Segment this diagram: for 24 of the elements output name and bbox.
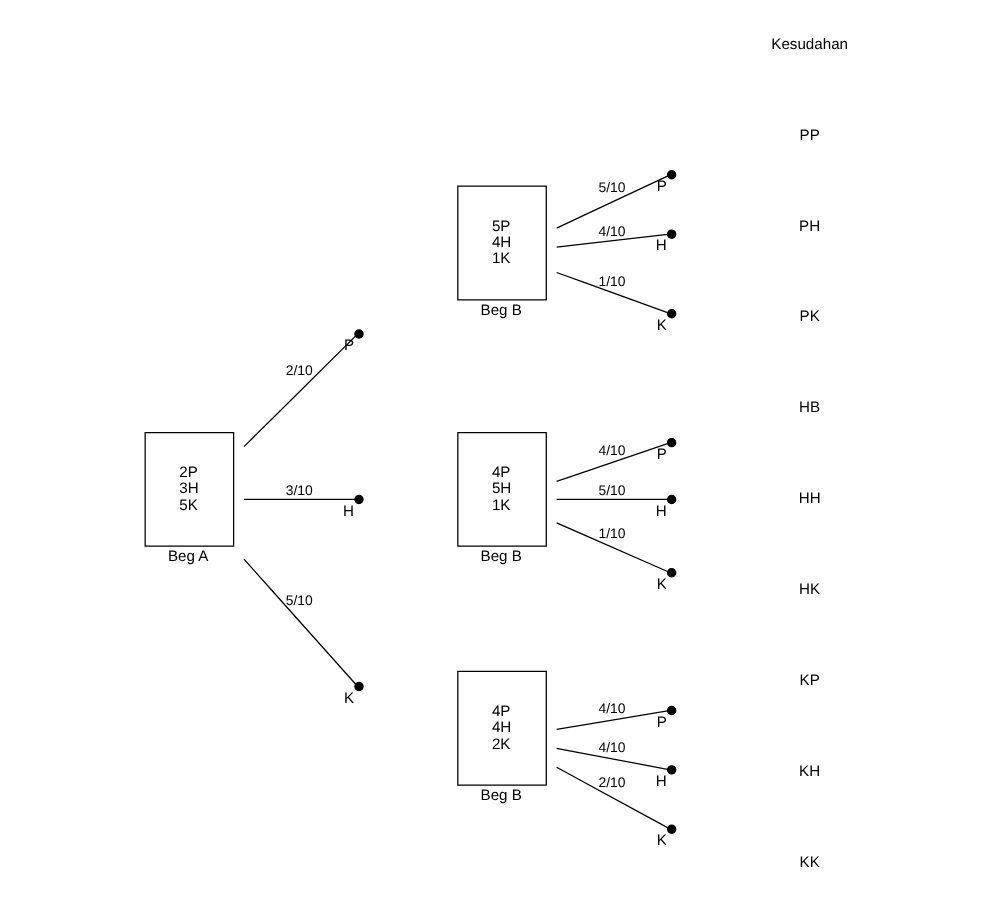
node-circle (666, 494, 677, 505)
connector (243, 335, 357, 448)
node-circle (354, 681, 364, 692)
connector (556, 443, 669, 482)
node-circle (666, 309, 677, 319)
node-circle (354, 494, 364, 505)
connector (556, 766, 669, 829)
connector (556, 498, 669, 501)
node-circle (666, 437, 677, 448)
connector (556, 747, 669, 770)
node-circle (666, 568, 677, 578)
connector (556, 710, 669, 731)
node-circle (666, 705, 677, 716)
node-circle (666, 765, 677, 775)
connector (556, 233, 669, 248)
node-circle (354, 329, 364, 339)
node-circle (666, 824, 677, 834)
node-circle (666, 170, 677, 180)
connector (556, 175, 669, 229)
connector (243, 558, 357, 685)
node-circle (666, 229, 677, 239)
connector (556, 271, 669, 314)
connector (556, 522, 669, 573)
connector (243, 498, 356, 501)
